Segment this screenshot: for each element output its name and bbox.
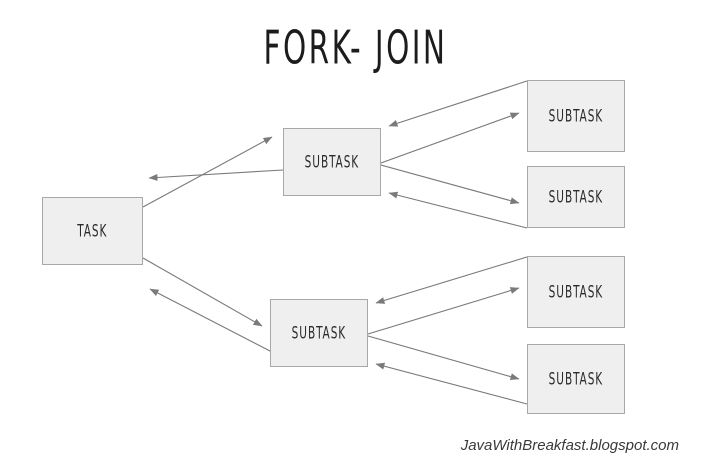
node-label: SUBTASK	[548, 368, 604, 390]
edge-fork-b-b2	[367, 335, 520, 381]
node-subtask_a[interactable]: SUBTASK	[283, 128, 381, 196]
node-subtask_b[interactable]: SUBTASK	[270, 299, 368, 367]
edge-fork-b-b1	[367, 287, 520, 335]
node-label: SUBTASK	[548, 281, 604, 303]
edges-group	[142, 80, 528, 405]
edge-join-a2-a	[388, 191, 528, 229]
edge-join-b-task	[149, 288, 273, 353]
edge-join-b1-b	[375, 256, 528, 304]
edge-fork-a-a1	[380, 112, 520, 164]
edge-fork-a-a2	[380, 164, 520, 205]
edge-join-a-task	[148, 169, 284, 181]
node-subtask_a1[interactable]: SUBTASK	[527, 80, 625, 152]
node-subtask_b2[interactable]: SUBTASK	[527, 344, 625, 414]
edge-join-b2-b	[375, 362, 528, 405]
node-label: SUBTASK	[548, 186, 604, 208]
node-label: SUBTASK	[548, 105, 604, 127]
node-subtask_a2[interactable]: SUBTASK	[527, 166, 625, 228]
edge-fork-task-b	[142, 257, 263, 327]
node-label: TASK	[77, 220, 108, 242]
watermark-text: JavaWithBreakfast.blogspot.com	[460, 437, 679, 454]
node-task[interactable]: TASK	[42, 197, 143, 265]
edge-join-a1-a	[388, 80, 528, 127]
node-label: SUBTASK	[304, 151, 360, 173]
page-title: FORK- JOIN	[263, 22, 448, 75]
edge-fork-task-a	[142, 136, 273, 208]
node-subtask_b1[interactable]: SUBTASK	[527, 256, 625, 328]
node-label: SUBTASK	[291, 322, 347, 344]
